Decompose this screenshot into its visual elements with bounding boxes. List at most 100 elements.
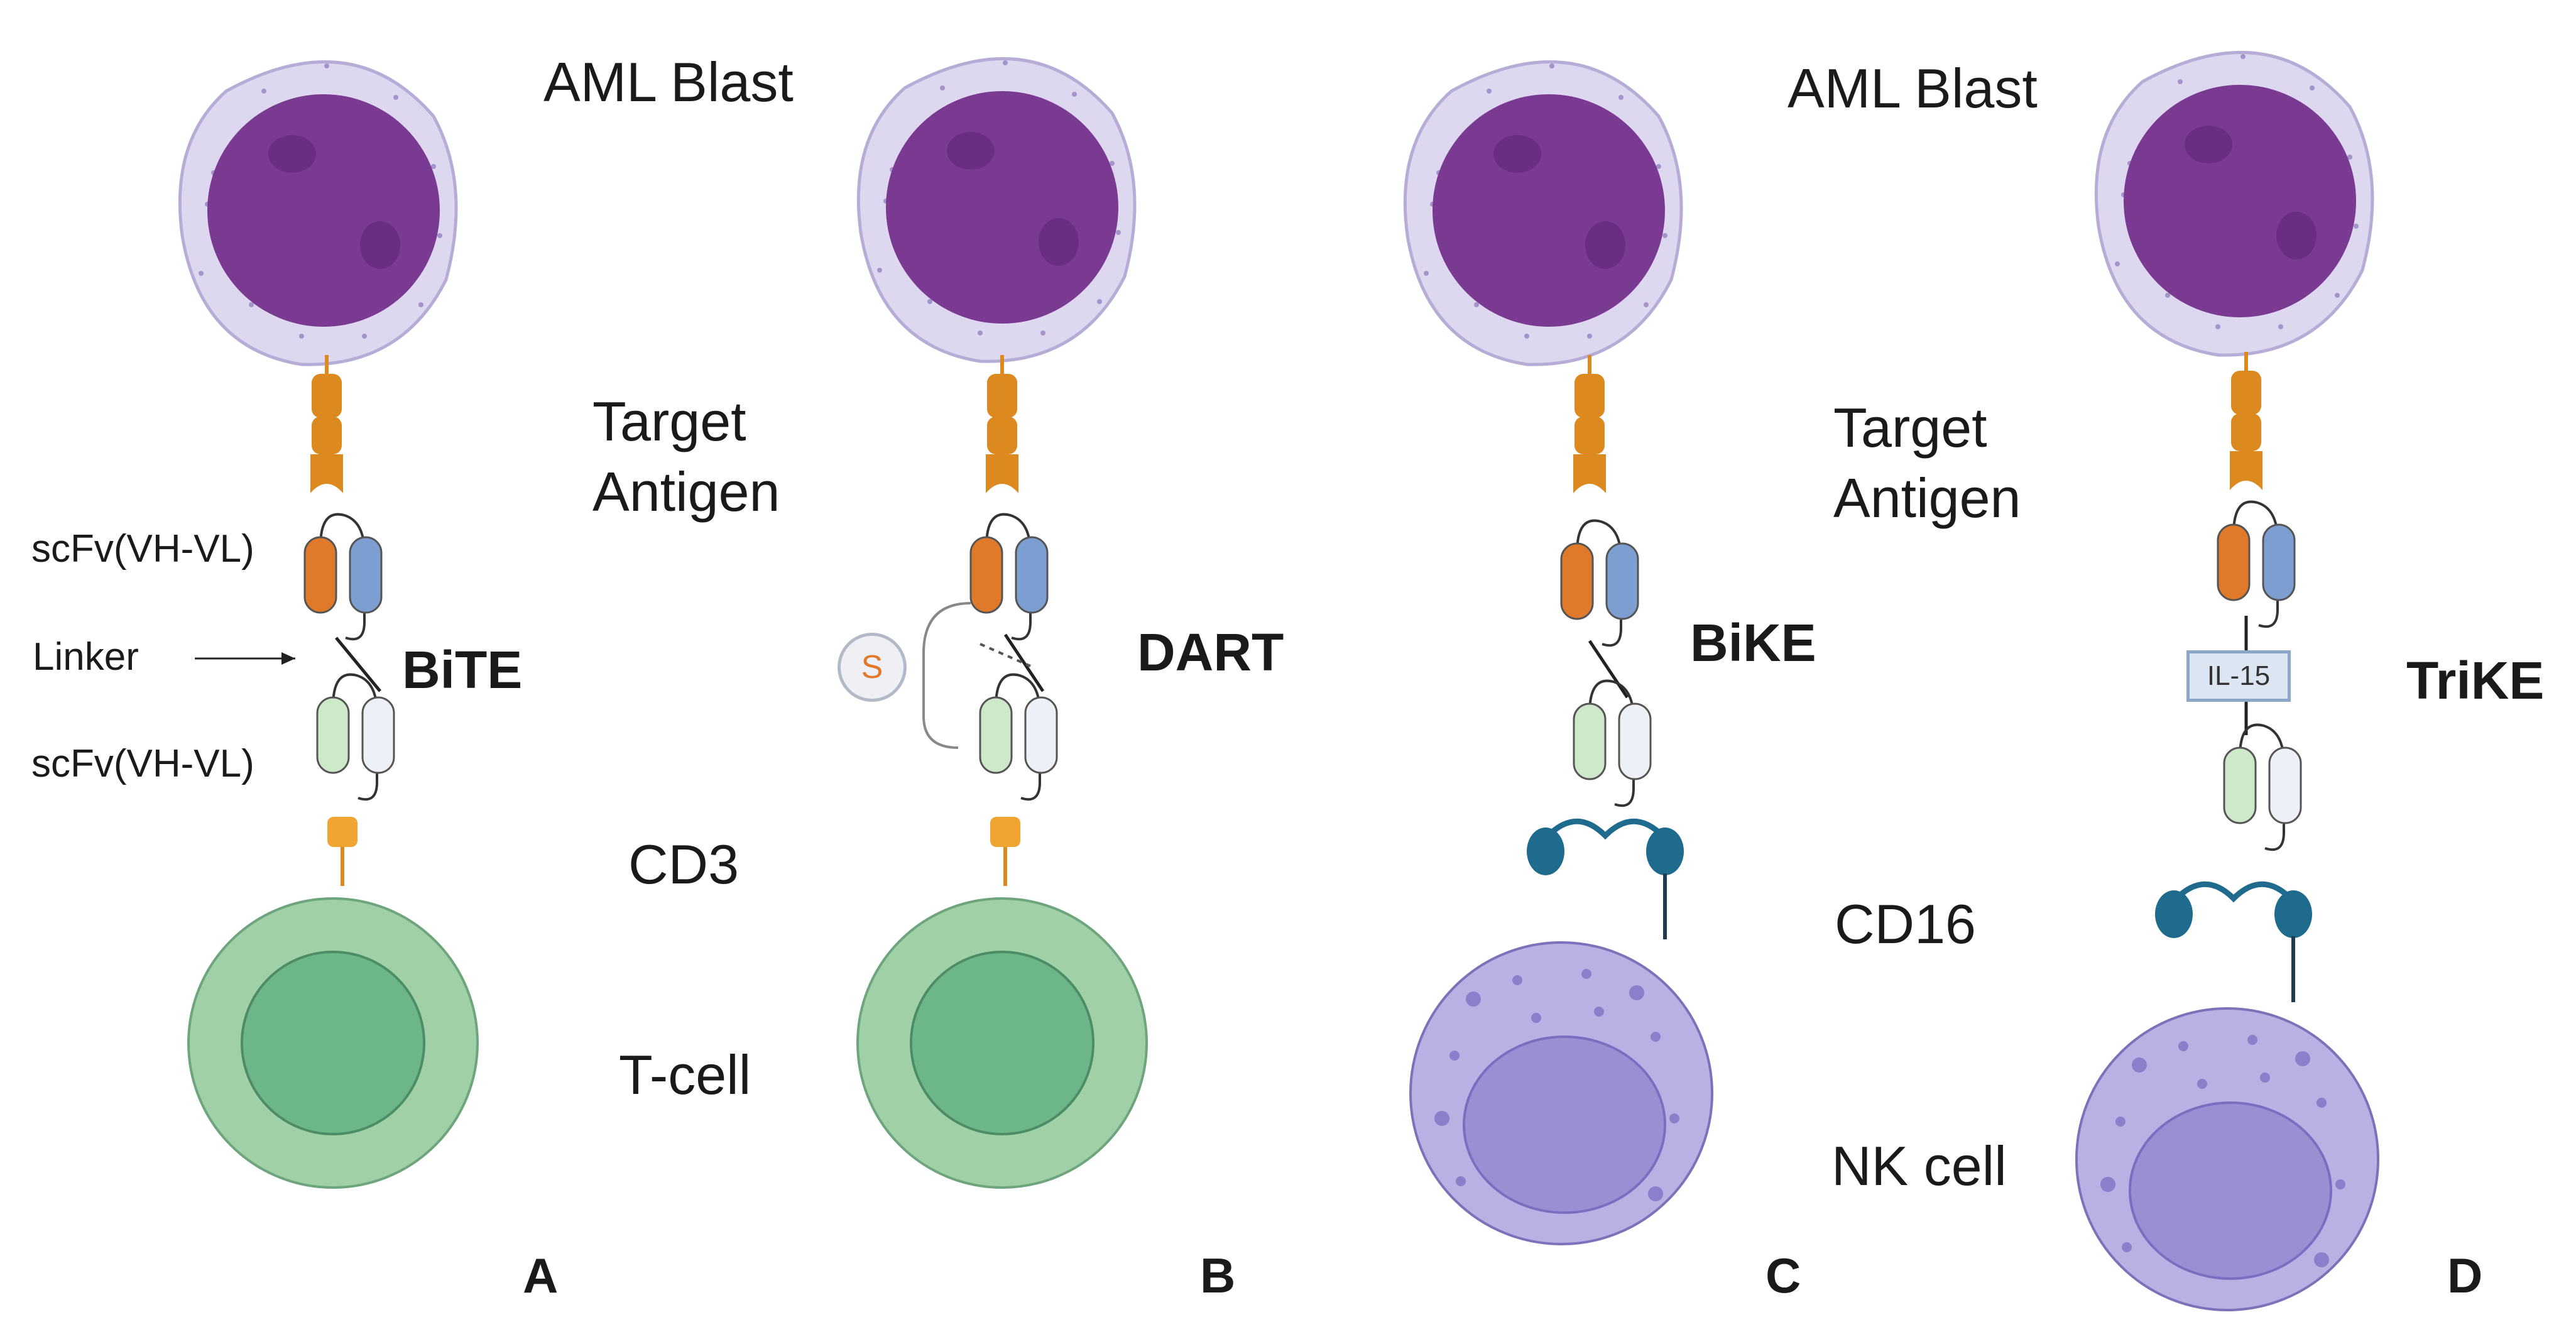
aml-blast-granule-d-5 <box>2335 293 2340 298</box>
cd16-arch-d <box>2168 881 2299 907</box>
cd3-domain-a <box>327 817 357 847</box>
scfv-vh-domain-a-top <box>303 536 337 614</box>
aml-blast-granule-a-8 <box>393 95 398 100</box>
dart-disulfide-connector <box>922 602 971 749</box>
aml-blast-granule-d-13 <box>2115 261 2120 266</box>
scfv-vh-domain-d-bottom <box>2223 746 2257 824</box>
aml-blast-nucleolus-b-c <box>1585 221 1625 269</box>
scfv-vl-domain-c-bottom <box>1618 702 1652 780</box>
label-target-antigen-left-text: Target Antigen <box>592 390 780 523</box>
nk-cell-granule-c-9 <box>1648 1186 1663 1201</box>
aml-blast-granule-d-4 <box>2278 324 2283 329</box>
label-linker: Linker <box>33 635 139 679</box>
cd16-lobe-left-d <box>2155 890 2193 938</box>
nk-cell-granule-c-6 <box>1434 1111 1449 1126</box>
aml-blast-granule-d-2 <box>2165 293 2170 298</box>
scfv-connector-d-bottom <box>2239 723 2285 851</box>
panel-letter-d: D <box>2447 1248 2483 1303</box>
aml-blast-nucleolus-a-d <box>2185 126 2232 163</box>
label-scfv-bottom: scFv(VH-VL) <box>31 742 254 785</box>
scfv-vh-domain-b-bottom <box>979 696 1013 774</box>
aml-blast-nucleolus-a-a <box>268 135 316 173</box>
nk-cell-granule-d-1 <box>2178 1041 2188 1051</box>
nk-cell-granule-c-0 <box>1466 991 1481 1007</box>
cd16-lobe-right-c <box>1646 828 1684 875</box>
label-t-cell: T-cell <box>619 1044 751 1106</box>
aml-blast-nucleolus-b-d <box>2276 212 2317 259</box>
scfv-connector-b-top <box>985 513 1032 641</box>
scfv-vh-domain-a-bottom <box>316 696 350 774</box>
nk-cell-granule-d-2 <box>2247 1035 2257 1045</box>
nk-cell-granule-d-5 <box>2317 1098 2327 1108</box>
nk-cell-granule-d-6 <box>2100 1177 2115 1192</box>
scfv-vh-domain-c-bottom <box>1573 702 1607 780</box>
antigen-domain-2-d <box>2231 413 2261 451</box>
t-cell-nucleus-b <box>910 951 1094 1135</box>
aml-blast-granule-c-3 <box>1524 334 1529 339</box>
panel-letter-c: C <box>1766 1248 1801 1303</box>
antigen-binding-site-b <box>986 454 1018 493</box>
nk-cell-granule-d-8 <box>2122 1242 2132 1252</box>
nk-cell-granule-c-3 <box>1629 985 1644 1000</box>
scfv-connector-a-top <box>319 513 366 641</box>
aml-blast-granule-c-7 <box>1656 164 1661 169</box>
antigen-domain-2-a <box>312 417 342 454</box>
label-aml-blast-left: AML Blast <box>543 51 794 113</box>
aml-blast-granule-b-4 <box>1040 330 1045 336</box>
scfv-vl-domain-d-bottom <box>2268 746 2302 824</box>
scfv-connector-d-top <box>2232 500 2279 628</box>
scfv-connector-b-bottom <box>995 673 1041 801</box>
nk-cell-granule-d-9 <box>2314 1252 2329 1267</box>
aml-blast-granule-d-8 <box>2310 85 2315 90</box>
bite-linker-a <box>335 636 381 692</box>
aml-blast-nucleus-b <box>886 91 1118 324</box>
aml-blast-granule-a-9 <box>324 63 329 68</box>
cd3-domain-b <box>990 817 1020 847</box>
label-bite: BiTE <box>402 640 523 699</box>
t-cell-nucleus-a <box>241 951 425 1135</box>
aml-blast-granule-a-3 <box>299 334 304 339</box>
aml-blast-granule-c-8 <box>1618 95 1624 100</box>
cd16-lobe-left-c <box>1527 828 1564 875</box>
antigen-domain-1-a <box>312 374 342 418</box>
scfv-vl-domain-a-top <box>349 536 383 614</box>
aml-blast-granule-b-13 <box>877 268 882 273</box>
aml-blast-nucleolus-a-c <box>1493 135 1541 173</box>
nk-cell-granule-c-1 <box>1512 975 1522 985</box>
aml-blast-granule-c-5 <box>1644 302 1649 307</box>
antigen-domain-1-d <box>2231 371 2261 415</box>
nk-cell-granule-d-11 <box>2197 1079 2207 1089</box>
aml-blast-granule-d-7 <box>2347 155 2352 160</box>
scfv-vh-domain-d-top <box>2217 523 2251 601</box>
scfv-connector-c-bottom <box>1588 679 1635 807</box>
aml-blast-nucleus-c <box>1433 94 1665 327</box>
nk-cell-granule-d-4 <box>2115 1117 2126 1127</box>
nk-cell-granule-d-10 <box>2260 1073 2270 1083</box>
linker-arrow-head <box>281 652 295 665</box>
il15-label: IL-15 <box>2207 660 2271 691</box>
aml-blast-nucleolus-a-b <box>947 132 995 170</box>
scfv-vl-domain-d-top <box>2262 523 2296 601</box>
antigen-domain-1-c <box>1575 374 1605 418</box>
aml-blast-nucleus-d <box>2124 85 2356 317</box>
antigen-binding-site-c <box>1573 454 1606 493</box>
label-target-antigen-right: Target Antigen <box>1833 393 2021 533</box>
aml-blast-granule-b-10 <box>940 85 945 90</box>
aml-blast-granule-d-10 <box>2178 79 2183 84</box>
scfv-vl-domain-a-bottom <box>361 696 395 774</box>
label-scfv-top: scFv(VH-VL) <box>31 527 254 571</box>
antigen-binding-site-d <box>2230 451 2262 490</box>
aml-blast-granule-c-13 <box>1424 271 1429 276</box>
nk-cell-granule-d-3 <box>2295 1051 2310 1066</box>
nk-cell-nucleus-c <box>1463 1035 1666 1214</box>
nk-cell-granule-c-5 <box>1651 1032 1661 1042</box>
aml-blast-granule-a-10 <box>261 89 266 94</box>
panel-letter-a: A <box>523 1248 559 1303</box>
scfv-vl-domain-c-top <box>1605 542 1639 620</box>
label-target-antigen-right-text: Target Antigen <box>1833 396 2021 529</box>
label-bike: BiKE <box>1690 613 1816 672</box>
bike-linker-c <box>1588 640 1629 699</box>
nk-cell-granule-c-7 <box>1669 1113 1679 1123</box>
scfv-connector-c-top <box>1576 519 1622 647</box>
